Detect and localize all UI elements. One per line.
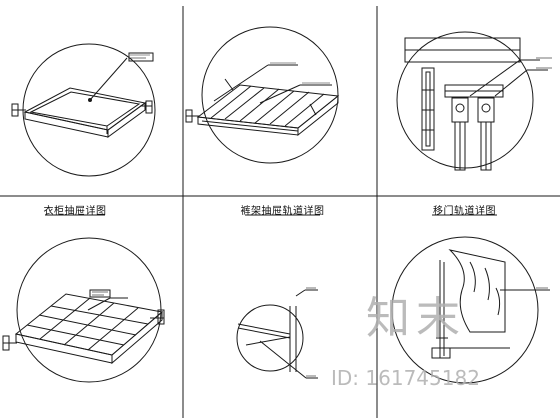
caption-trouser-rack-detail: 裤架抽屉轨道详图	[240, 206, 325, 217]
trouser-rack-drawing	[185, 26, 340, 164]
section-detail-drawing	[236, 289, 318, 379]
caption-drawer-detail: 衣柜抽屉详图	[43, 206, 107, 217]
drawer-detail-drawing	[11, 43, 156, 177]
watermark-brand: 知末	[366, 293, 466, 344]
wall-section-drawing	[391, 236, 550, 384]
watermark-id: ID: 161745182	[331, 366, 480, 390]
grid-drawer-drawing	[2, 237, 165, 383]
caption-sliding-door-detail: 移门轨道详图	[433, 206, 496, 217]
sliding-door-drawing	[396, 31, 548, 171]
